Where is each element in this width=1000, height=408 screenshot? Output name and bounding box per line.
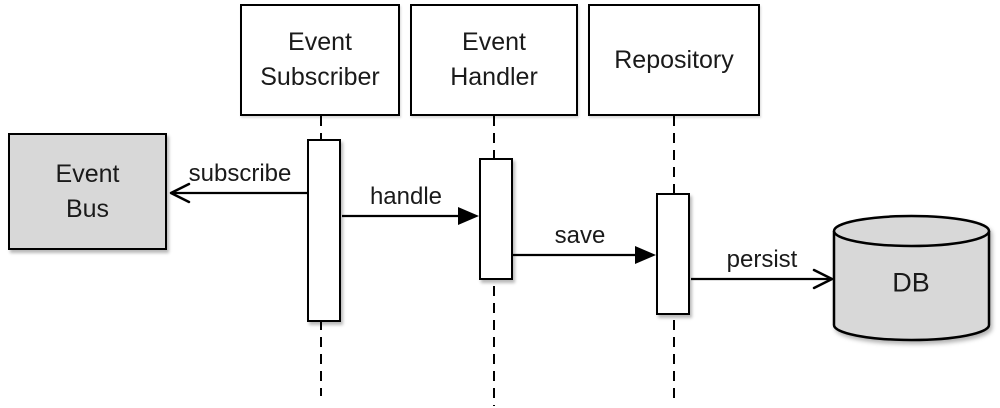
activation-bar-repository <box>656 193 690 315</box>
participant-label-repository: Repository <box>614 45 734 74</box>
message-label-save: save <box>554 222 606 249</box>
arrow-head-filled-icon <box>458 207 479 225</box>
arrow-head-open-icon <box>812 268 834 290</box>
participant-label-event-subscriber: Event Subscriber <box>260 28 380 91</box>
db-label: DB <box>892 267 930 298</box>
participant-box-event-handler: Event Handler <box>410 4 578 116</box>
arrow-head-open-icon <box>169 182 191 204</box>
activation-bar-event-subscriber <box>307 139 341 322</box>
participant-box-repository: Repository <box>588 4 760 116</box>
participant-label-event-handler: Event Handler <box>450 28 538 91</box>
external-node-event-bus: Event Bus <box>8 133 167 250</box>
activation-bar-event-handler <box>479 158 513 280</box>
participant-box-event-subscriber: Event Subscriber <box>240 4 400 116</box>
message-label-persist: persist <box>726 246 798 273</box>
arrow-head-filled-icon <box>635 246 656 264</box>
message-label-handle: handle <box>369 183 443 210</box>
db-cylinder-top <box>832 214 991 248</box>
message-label-subscribe: subscribe <box>188 160 292 187</box>
event-bus-label: Event Bus <box>55 159 120 223</box>
